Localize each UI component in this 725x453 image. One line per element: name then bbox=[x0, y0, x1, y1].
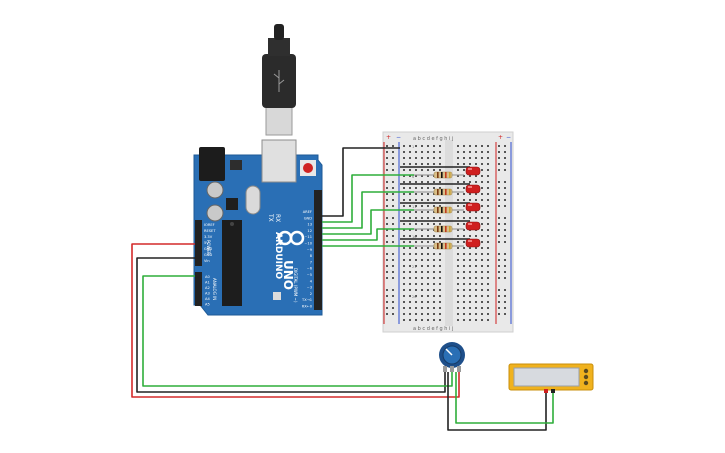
digital-pin-label: AREF bbox=[303, 210, 312, 214]
potentiometer[interactable] bbox=[439, 342, 465, 372]
digital-pin-label: 8 bbox=[310, 254, 313, 258]
svg-text:RX: RX bbox=[274, 214, 281, 222]
led-red[interactable] bbox=[465, 166, 481, 176]
digital-pin-label: ~10 bbox=[304, 242, 312, 246]
microcontroller-chip bbox=[222, 220, 242, 306]
digital-pin-label: RX←0 bbox=[302, 305, 313, 309]
row-number: 11 bbox=[412, 205, 416, 209]
digital-pin-label: GND bbox=[304, 216, 312, 220]
reset-button[interactable] bbox=[303, 163, 313, 173]
row-number: 16 bbox=[412, 235, 416, 239]
lcd-display-icon bbox=[513, 367, 580, 387]
power-pin-label: GND bbox=[204, 253, 212, 257]
digital-pin-label: ~6 bbox=[307, 267, 313, 271]
power-pin-label: RESET bbox=[204, 229, 216, 233]
analog-pin-label: A1 bbox=[205, 281, 210, 285]
digital-pin-label: ~3 bbox=[307, 286, 312, 290]
wire-pot-to-display-sig[interactable] bbox=[455, 372, 554, 424]
analog-group-label: ANALOG IN bbox=[212, 278, 217, 300]
analog-pin-label: A4 bbox=[205, 297, 210, 301]
digital-pin-label: 13 bbox=[307, 223, 312, 227]
wire-gnd[interactable] bbox=[322, 147, 400, 217]
power-pin-label: 3.3V bbox=[204, 235, 213, 239]
digital-group-label: DIGITAL (PWM ~) bbox=[293, 268, 298, 303]
rail-plus-label: + bbox=[386, 134, 391, 141]
wire-d12[interactable] bbox=[322, 191, 414, 229]
wire-d10[interactable] bbox=[322, 228, 414, 241]
digital-pin-label: 7 bbox=[310, 260, 312, 264]
digital-header[interactable] bbox=[314, 190, 322, 310]
analog-pin-label: A0 bbox=[205, 275, 210, 279]
rail-minus-label: − bbox=[506, 134, 511, 141]
column-letters-top: a b c d e f g h i j bbox=[413, 136, 453, 142]
resistor[interactable] bbox=[414, 171, 464, 179]
column-letters-bottom: a b c d e f g h i j bbox=[413, 326, 453, 332]
lcd-display-module[interactable] bbox=[508, 363, 594, 393]
row-number: 26 bbox=[412, 295, 416, 299]
resistor[interactable] bbox=[414, 206, 464, 214]
digital-pin-label: 4 bbox=[310, 279, 313, 283]
power-pin-label: 5V bbox=[204, 241, 209, 245]
digital-pin-label: TX→1 bbox=[301, 298, 312, 302]
capacitor bbox=[206, 181, 224, 199]
digital-pin-label: 12 bbox=[307, 229, 312, 233]
brand-label: ARDUINO bbox=[273, 232, 283, 280]
rail-minus-label: − bbox=[396, 134, 401, 141]
led-red[interactable] bbox=[465, 184, 481, 194]
arduino-uno-board[interactable]: TX RX ARDUINO UNO POWER IOREF RESET 3.3V 5V… bbox=[193, 139, 323, 316]
wire-5v[interactable] bbox=[131, 243, 460, 398]
power-jack bbox=[199, 147, 225, 181]
analog-pin-label: A5 bbox=[205, 303, 210, 307]
row-number: 21 bbox=[412, 265, 416, 269]
resistor[interactable] bbox=[414, 242, 464, 250]
analog-header[interactable] bbox=[195, 272, 202, 306]
svg-text:TX: TX bbox=[267, 213, 274, 222]
digital-pin-label: ~11 bbox=[304, 235, 312, 239]
usb-cable[interactable] bbox=[262, 24, 296, 136]
wire-pot-to-display-gnd[interactable] bbox=[447, 372, 547, 431]
capacitor bbox=[206, 204, 224, 222]
row-number: 6 bbox=[412, 175, 414, 179]
digital-pin-label: 2 bbox=[310, 292, 312, 296]
breadboard-holes bbox=[386, 145, 506, 321]
model-label: UNO bbox=[281, 260, 295, 290]
analog-pin-label: A3 bbox=[205, 292, 210, 296]
wire-a0[interactable] bbox=[142, 275, 453, 387]
wire-d13[interactable] bbox=[322, 174, 414, 223]
power-pin-label: Vin bbox=[204, 259, 210, 263]
row-number: 1 bbox=[412, 145, 414, 149]
potentiometer-icon bbox=[439, 342, 465, 368]
power-pin-label: IOREF bbox=[204, 223, 215, 227]
power-group-label: POWER bbox=[206, 240, 211, 255]
power-pin-label: GND bbox=[204, 247, 212, 251]
arduino-logo-icon bbox=[277, 230, 305, 246]
led-red[interactable] bbox=[465, 202, 481, 212]
rail-plus-label: + bbox=[498, 134, 503, 141]
resistor[interactable] bbox=[414, 225, 464, 233]
resistor[interactable] bbox=[414, 188, 464, 196]
wire-d11[interactable] bbox=[322, 209, 414, 235]
usb-port bbox=[261, 139, 297, 183]
usb-icon bbox=[273, 70, 285, 92]
led-red[interactable] bbox=[465, 238, 481, 248]
power-header[interactable] bbox=[195, 220, 202, 266]
crystal bbox=[245, 185, 261, 215]
digital-pin-label: ~9 bbox=[307, 248, 313, 252]
led-red[interactable] bbox=[465, 221, 481, 231]
digital-pin-label: ~5 bbox=[307, 273, 312, 277]
analog-pin-label: A2 bbox=[205, 286, 210, 290]
